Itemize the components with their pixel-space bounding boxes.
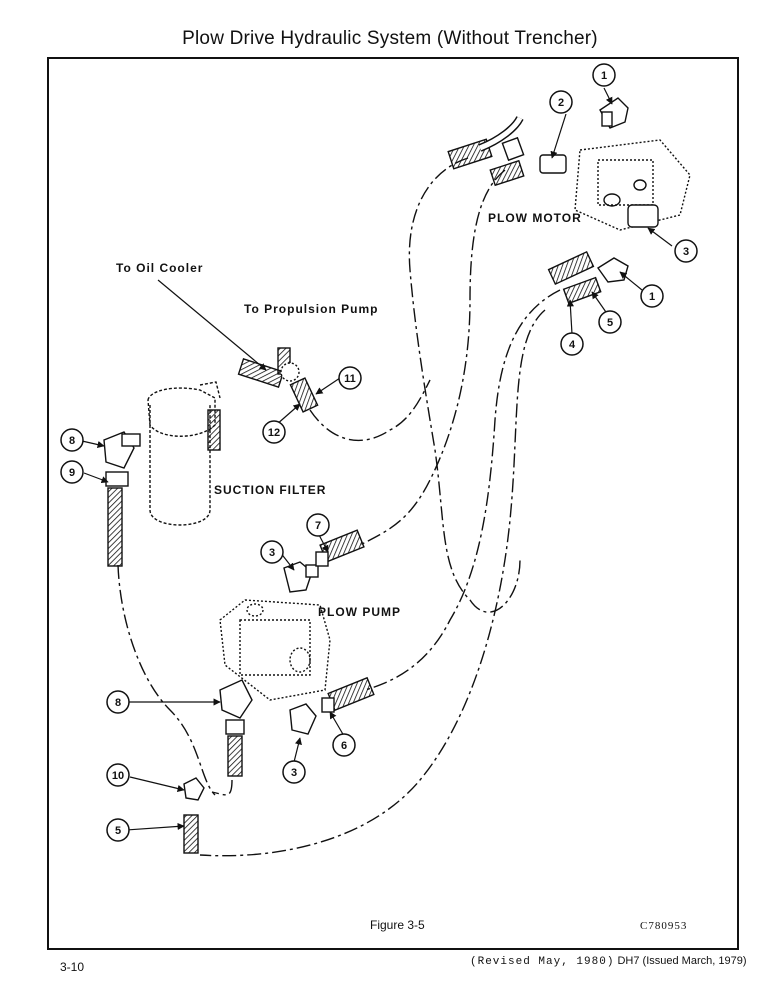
callout-10: 10 [106, 763, 130, 787]
figure-code: C780953 [640, 920, 688, 932]
line-pump-to-motor [359, 169, 506, 546]
callout-8a: 8 [60, 428, 84, 452]
svg-text:3: 3 [269, 547, 275, 559]
line-propulsion [309, 379, 431, 442]
svg-text:6: 6 [341, 740, 347, 752]
svg-text:1: 1 [601, 70, 607, 82]
callout-11: 11 [338, 366, 362, 390]
svg-text:3: 3 [291, 767, 297, 779]
label-to-propulsion-pump: To Propulsion Pump [244, 302, 378, 316]
line-motor-to-pump-return [364, 289, 561, 691]
motor-fittings [539, 97, 659, 283]
callout-9: 9 [60, 460, 84, 484]
line-motor-to-tank [199, 309, 546, 857]
leader-lines [81, 87, 673, 831]
plow-motor [574, 139, 691, 231]
svg-text:4: 4 [569, 339, 576, 351]
svg-text:8: 8 [69, 435, 75, 447]
callout-3c: 3 [282, 760, 306, 784]
callout-2: 2 [549, 90, 573, 114]
svg-text:12: 12 [268, 427, 280, 439]
issued-date: DH7 (Issued March, 1979) [617, 955, 747, 967]
oil-cooler-tee [237, 347, 319, 413]
callout-3a: 3 [674, 239, 698, 263]
callout-7: 7 [306, 513, 330, 537]
svg-text:8: 8 [115, 697, 121, 709]
label-to-oil-cooler: To Oil Cooler [116, 261, 203, 275]
callout-5b: 5 [106, 818, 130, 842]
pump-fittings [183, 529, 375, 854]
callout-1a: 1 [592, 63, 616, 87]
hydraulic-lines [117, 157, 561, 857]
callout-6: 6 [332, 733, 356, 757]
svg-text:3: 3 [683, 246, 689, 258]
svg-text:5: 5 [115, 825, 121, 837]
callout-5a: 5 [598, 310, 622, 334]
svg-text:1: 1 [649, 291, 655, 303]
label-plow-motor: PLOW MOTOR [488, 211, 582, 225]
svg-text:2: 2 [558, 97, 564, 109]
label-suction-filter: SUCTION FILTER [214, 483, 326, 497]
callout-8b: 8 [106, 690, 130, 714]
page-title: Plow Drive Hydraulic System (Without Tre… [182, 28, 598, 49]
callouts: 1 2 3 1 5 4 11 12 8 9 7 3 8 6 3 10 5 [60, 63, 698, 842]
label-plow-pump: PLOW PUMP [318, 605, 401, 619]
motor-hoses [447, 115, 602, 305]
svg-text:9: 9 [69, 467, 75, 479]
page-number: 3-10 [60, 960, 85, 974]
filter-fittings [103, 431, 141, 567]
revised-date: (Revised May, 1980) [470, 956, 615, 968]
svg-text:11: 11 [344, 373, 356, 385]
callout-4: 4 [560, 332, 584, 356]
svg-text:5: 5 [607, 317, 613, 329]
svg-text:7: 7 [315, 520, 321, 532]
revision-note: (Revised May, 1980) DH7 (Issued March, 1… [470, 955, 746, 968]
plow-pump [219, 599, 331, 701]
callout-3b: 3 [260, 540, 284, 564]
line-filter-to-pump [117, 564, 216, 796]
suction-filter [147, 381, 221, 526]
callout-1b: 1 [640, 284, 664, 308]
figure-frame [47, 57, 739, 950]
callout-12: 12 [262, 420, 286, 444]
figure-caption: Figure 3-5 [370, 918, 425, 932]
svg-text:10: 10 [112, 770, 124, 782]
